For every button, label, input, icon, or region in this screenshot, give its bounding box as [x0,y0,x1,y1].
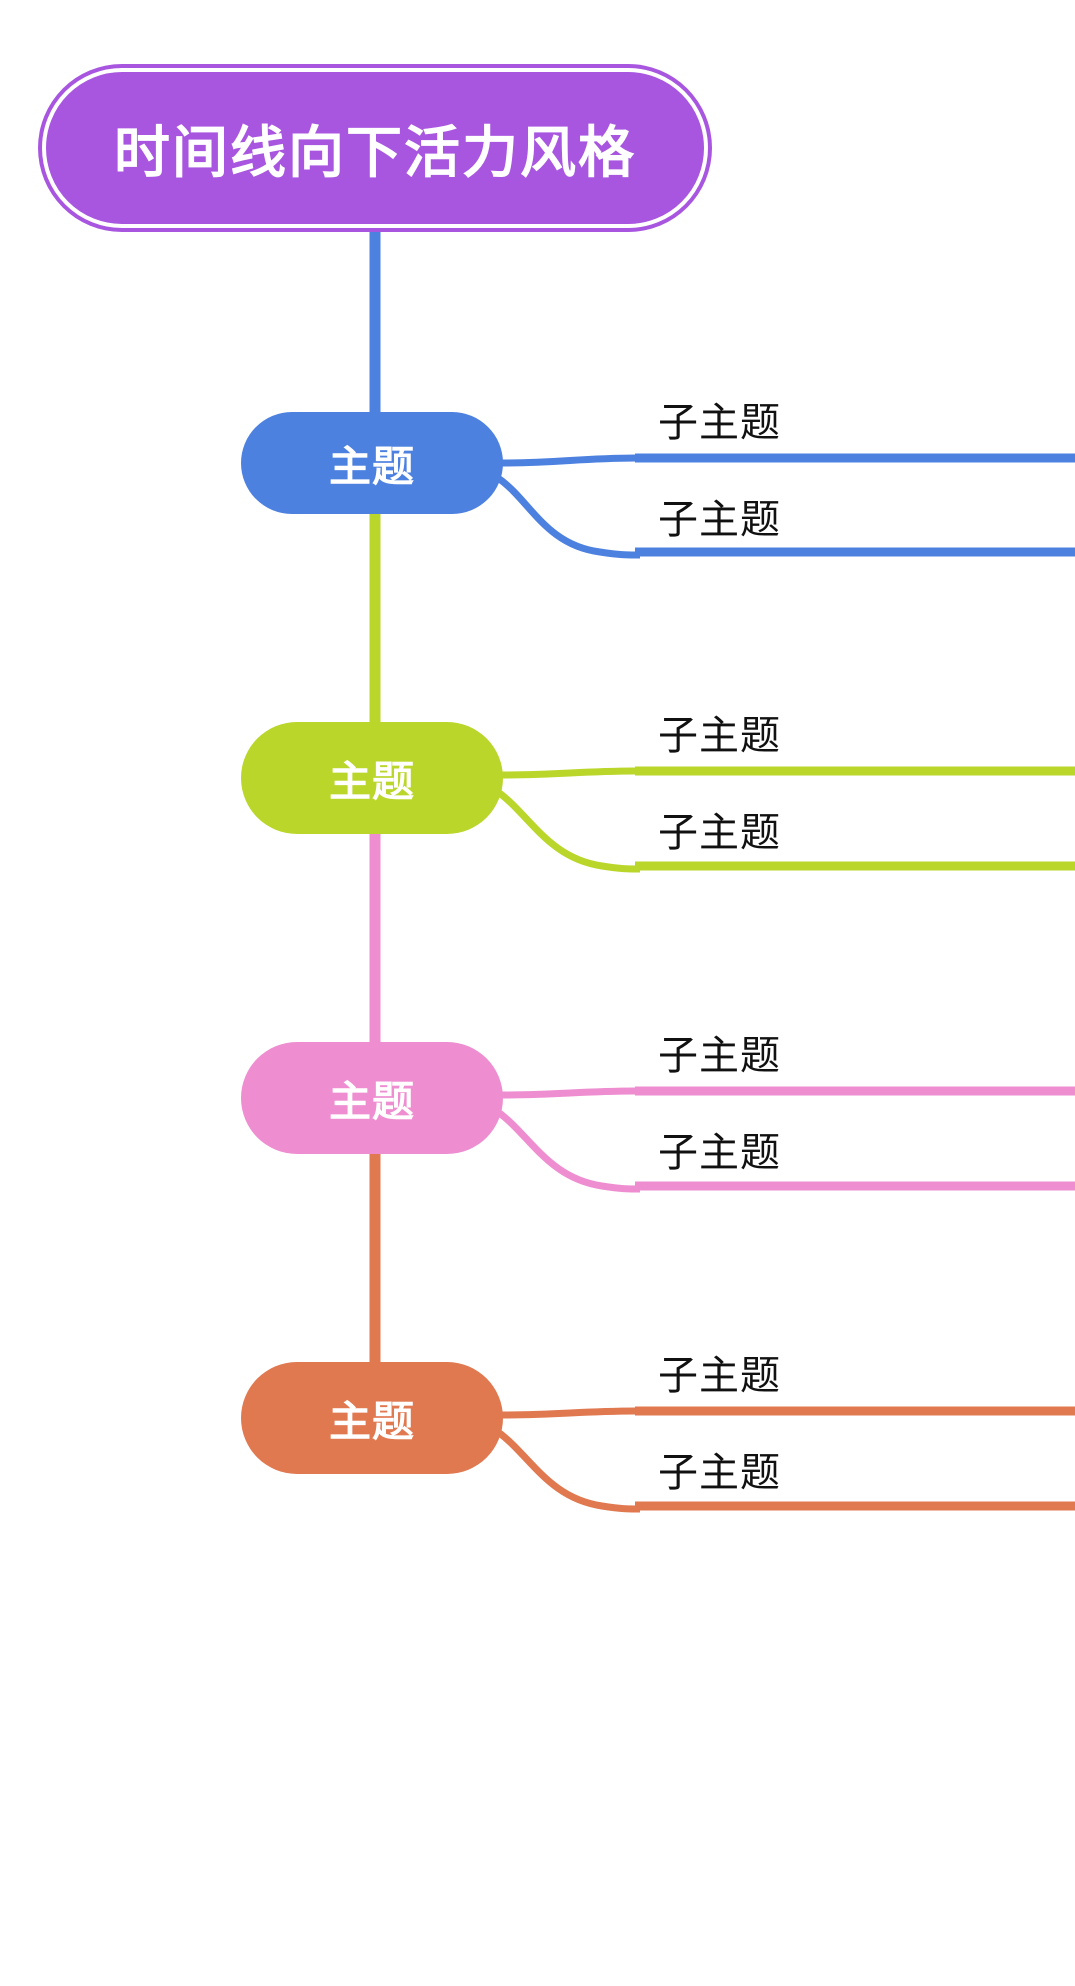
branch-3-1 [499,1087,641,1099]
branch-2-1 [499,767,641,779]
branch-4-2 [495,1429,641,1513]
topic-node-2[interactable]: 主题 [241,722,503,834]
subtopic-label-1-1[interactable]: 子主题 [658,400,781,446]
subtopic-label-4-2[interactable]: 子主题 [658,1450,781,1496]
subtopic-label-1-2[interactable]: 子主题 [658,497,781,543]
branch-4-1 [499,1407,641,1419]
subtopic-label-3-1[interactable]: 子主题 [658,1033,781,1079]
subtopic-label-4-1[interactable]: 子主题 [658,1353,781,1399]
subtopic-label-2-2[interactable]: 子主题 [658,810,781,856]
topic-node-4[interactable]: 主题 [241,1362,503,1474]
subtopic-label-2-1[interactable]: 子主题 [658,713,781,759]
branch-1-2 [495,475,641,559]
root-node[interactable]: 时间线向下活力风格 [42,68,708,228]
topic-node-1[interactable]: 主题 [241,412,503,514]
branch-2-2 [495,789,641,873]
branch-3-2 [495,1109,641,1193]
topic-node-3[interactable]: 主题 [241,1042,503,1154]
subtopic-label-3-2[interactable]: 子主题 [658,1130,781,1176]
branch-1-1 [499,454,641,467]
